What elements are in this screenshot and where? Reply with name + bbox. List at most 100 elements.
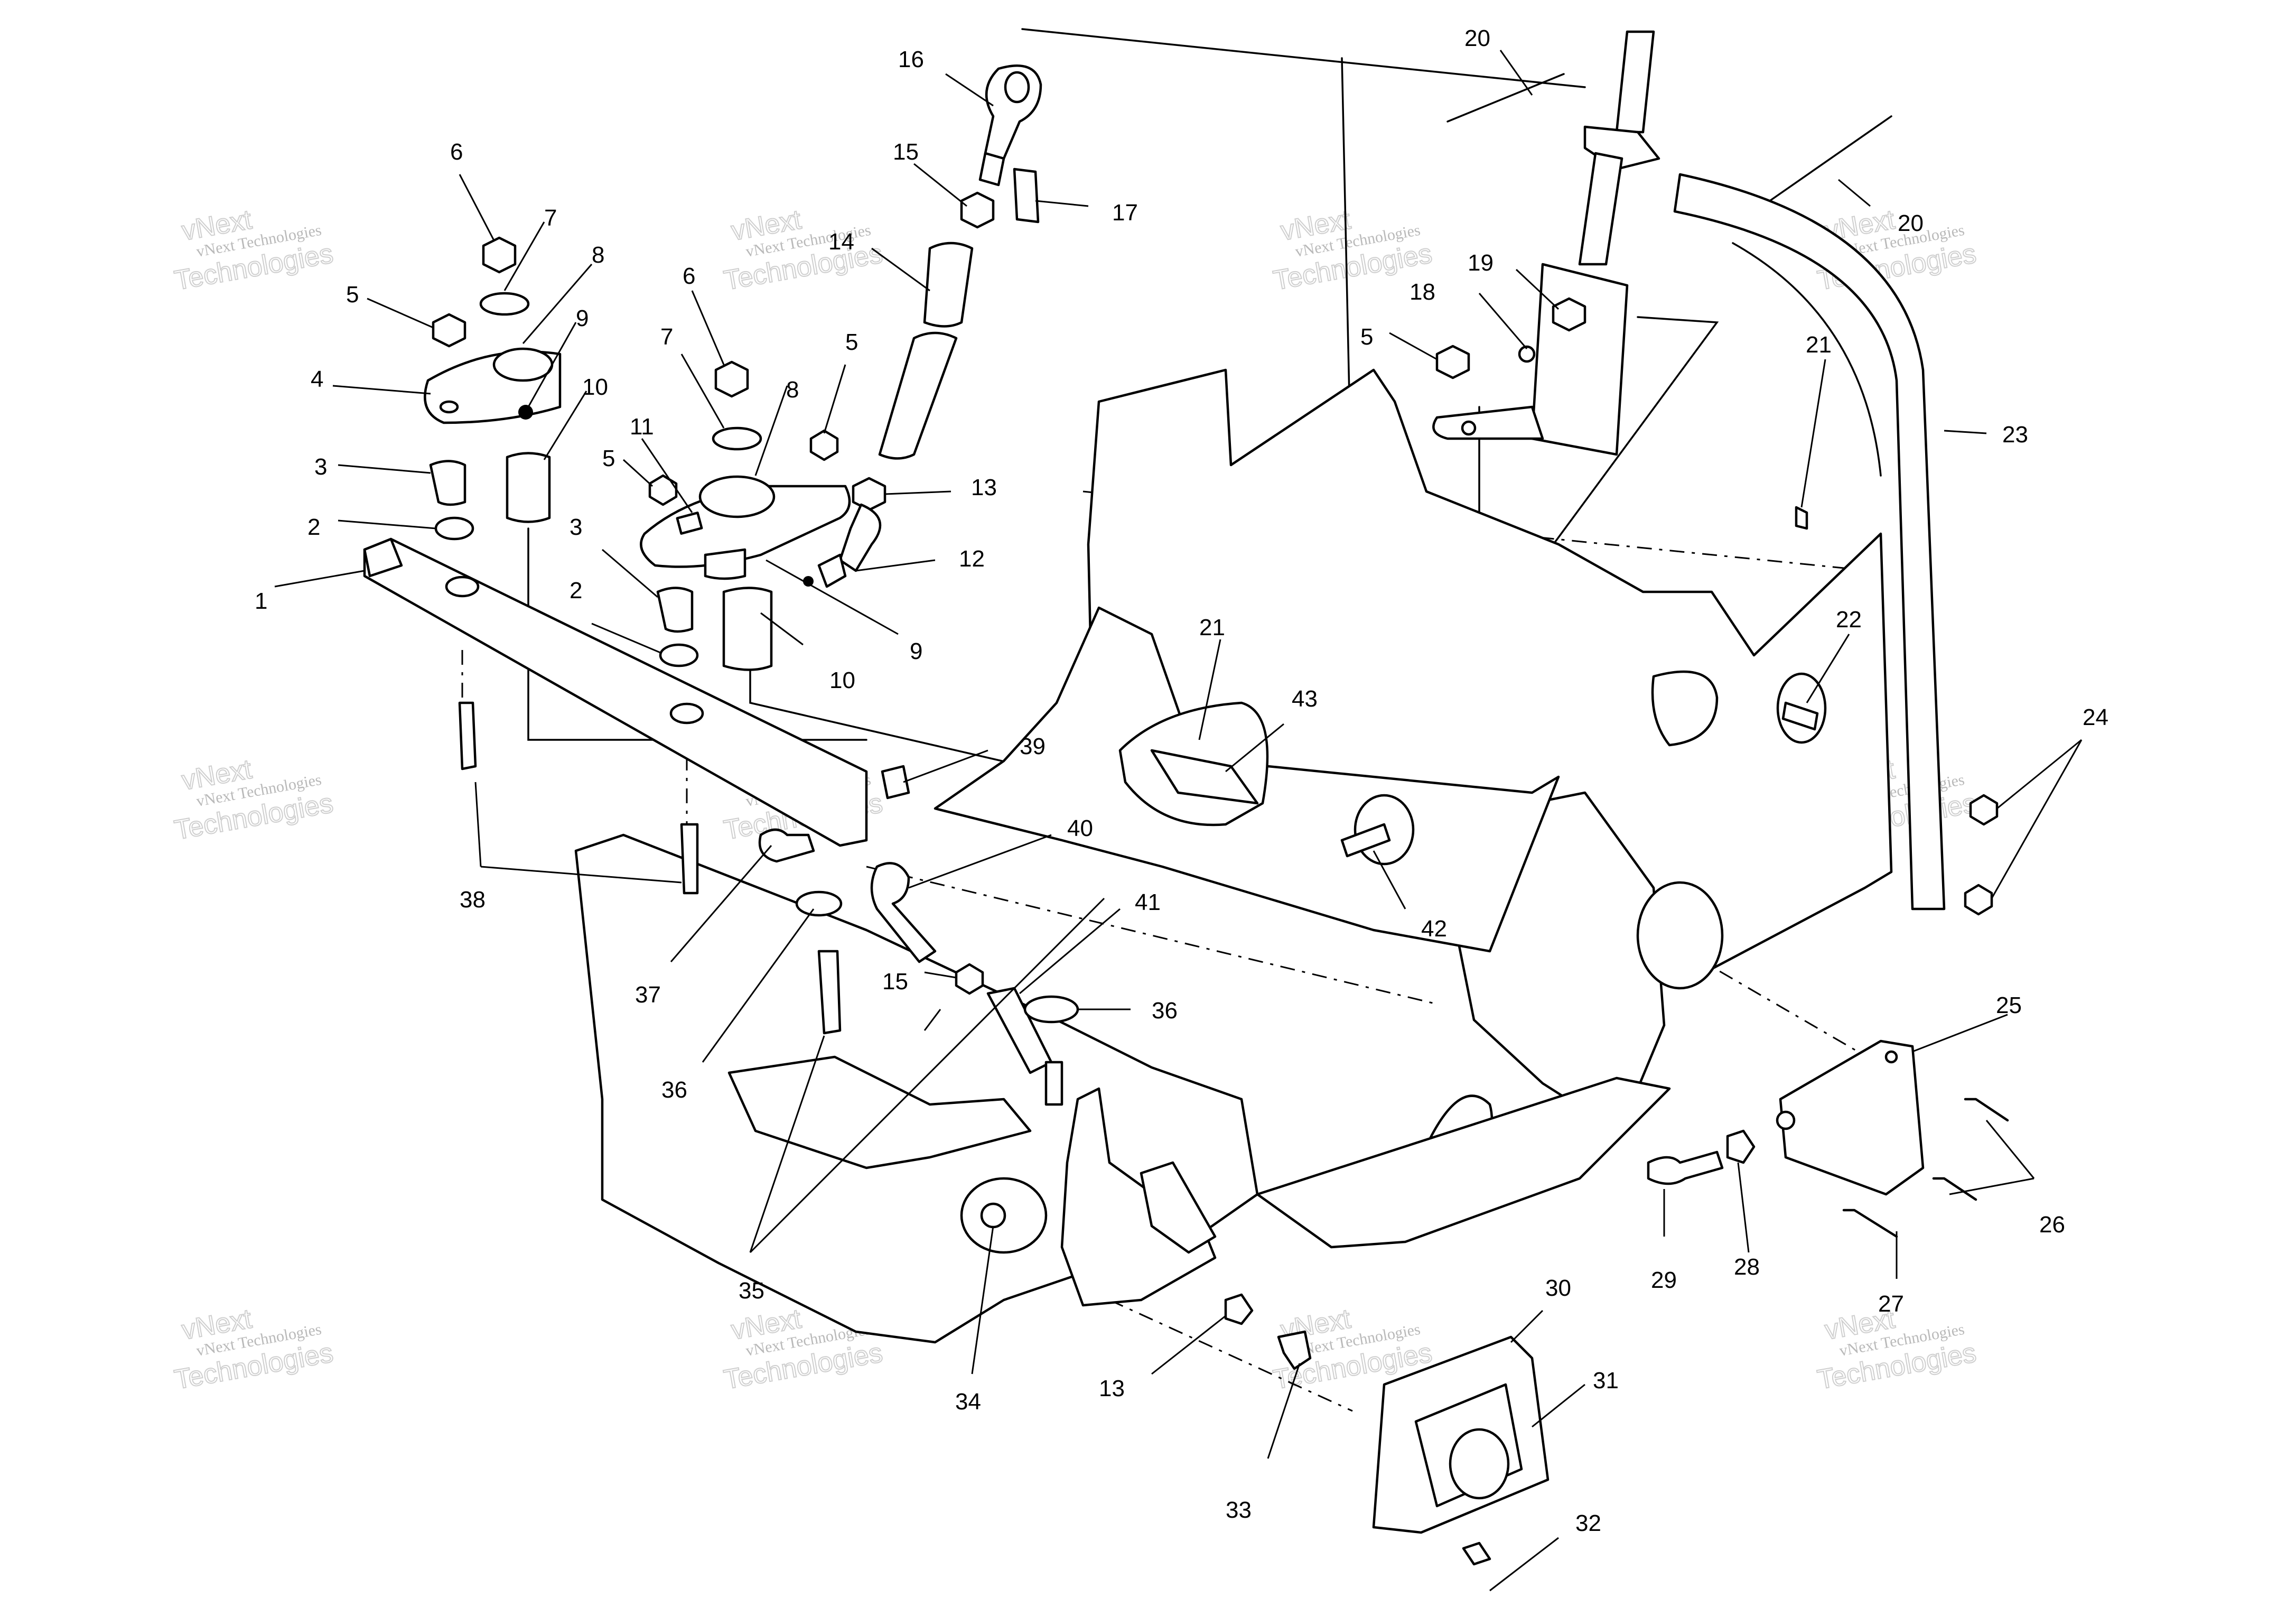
callout-2: 2 (307, 514, 320, 540)
callout-16: 16 (898, 47, 924, 72)
leader (1489, 1537, 1559, 1592)
plate-hole (1884, 1050, 1898, 1064)
steering-guide-line (1021, 28, 1586, 88)
leader (884, 490, 951, 495)
leader (338, 519, 436, 530)
leader (1912, 1014, 2008, 1053)
callout-28: 28 (1734, 1254, 1760, 1280)
callout-36: 36 (661, 1077, 687, 1103)
callout-30: 30 (1545, 1275, 1571, 1301)
leader (474, 782, 482, 867)
set-screw-9-left (518, 405, 533, 420)
leader (871, 247, 930, 292)
callout-10: 10 (829, 667, 855, 693)
bracket-43-tab (1150, 749, 1259, 805)
callout-19: 19 (1468, 250, 1494, 276)
sleeve-10-left (506, 452, 551, 523)
callout-5: 5 (845, 329, 858, 355)
callout-8: 8 (786, 377, 799, 403)
callout-7: 7 (544, 205, 557, 231)
callout-15: 15 (882, 969, 908, 995)
callout-29: 29 (1651, 1267, 1677, 1293)
pin-20-a (1446, 73, 1565, 123)
callout-40: 40 (1067, 815, 1093, 841)
callout-32: 32 (1575, 1510, 1601, 1536)
pin-21-right (1795, 506, 1808, 530)
leader (766, 559, 899, 635)
callout-22: 22 (1836, 607, 1862, 633)
tube-23-highlight (1732, 242, 1882, 477)
rod-end-eye (1004, 71, 1030, 104)
callout-23: 23 (2002, 422, 2028, 448)
mounting-plate (1647, 1039, 2009, 1238)
washer-36-b (1023, 995, 1079, 1024)
callout-24: 24 (2083, 704, 2108, 730)
callout-10: 10 (582, 374, 608, 400)
leader (1389, 332, 1438, 360)
callout-37: 37 (635, 982, 661, 1008)
leader (527, 322, 577, 407)
leader (1035, 200, 1089, 207)
callout-26: 26 (2039, 1212, 2065, 1238)
hex-nut-5-center-a (809, 429, 839, 461)
bolt-27 (1842, 1209, 1898, 1238)
leader (1800, 359, 1826, 508)
watermark: vNext vNext Technologies Technologies (172, 1303, 336, 1396)
callout-25: 25 (1996, 992, 2022, 1018)
callout-3: 3 (570, 514, 582, 540)
pivot-guide-line (749, 665, 1026, 767)
washer-36-a (795, 890, 843, 917)
frame-foot-rest (727, 1055, 1032, 1169)
leader (1985, 1120, 2035, 1179)
handlebar-tube (1673, 173, 1946, 911)
leader (602, 549, 658, 598)
watermark: vNext vNext Technologies Technologies (172, 753, 336, 846)
washer-7-center (712, 426, 762, 451)
bolt-37 (758, 828, 815, 863)
stud-36 (1044, 1061, 1063, 1106)
hex-nut-6-center (714, 360, 749, 398)
steering-shaft (1615, 30, 1655, 134)
leader (691, 290, 725, 365)
leader (1510, 1309, 1544, 1343)
dashed-axis (1109, 1299, 1353, 1412)
bolt-26-b (1932, 1177, 1977, 1201)
callout-6: 6 (450, 139, 463, 165)
bolt-17 (1013, 168, 1040, 224)
leader (670, 845, 772, 962)
hex-nut-19 (1552, 297, 1586, 332)
stud-12 (817, 553, 847, 588)
callout-5: 5 (346, 282, 359, 308)
frame-chassis (574, 368, 1893, 1344)
tie-rod-upper (878, 64, 1042, 460)
callout-1: 1 (255, 588, 267, 614)
leader (754, 385, 788, 476)
bar-1 (363, 537, 868, 847)
stud-16 (978, 152, 1005, 187)
leader (1515, 268, 1560, 310)
leader (338, 464, 431, 474)
bushing-3-center (656, 587, 694, 633)
leader (459, 174, 495, 241)
bar-hole (445, 575, 480, 598)
callout-41: 41 (1135, 889, 1161, 915)
leader (1737, 1162, 1750, 1253)
callout-39: 39 (1020, 733, 1046, 759)
leader (908, 834, 1052, 889)
leader (1996, 739, 2082, 810)
frame-boss-stud (980, 1202, 1006, 1229)
leader (1478, 293, 1528, 349)
rod-end-40 (870, 862, 937, 963)
leader (591, 623, 661, 654)
callout-31: 31 (1593, 1368, 1619, 1394)
leader (749, 1035, 825, 1253)
leader (543, 391, 587, 460)
bolt-38-a (458, 701, 477, 770)
callout-8: 8 (592, 242, 604, 268)
callout-21: 21 (1806, 332, 1832, 358)
rod-end-39 (881, 765, 910, 800)
leader (641, 438, 693, 513)
callout-20: 20 (1464, 25, 1490, 51)
callout-35: 35 (739, 1278, 764, 1304)
